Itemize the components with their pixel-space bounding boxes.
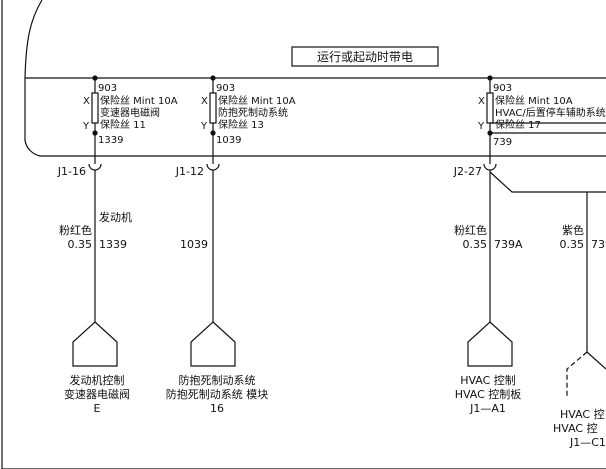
- component-abs-module: 防抱死制动系统 防抱死制动系统 模块 16: [166, 321, 269, 415]
- fuse-block: [25, 77, 606, 157]
- wire-739a-circuit: 739A: [494, 238, 523, 251]
- wire-1339: 发动机 粉红色 0.35 1339: [59, 170, 132, 322]
- component-hvac-control-a1: HVAC 控制 HVAC 控制板 J1—A1: [455, 321, 522, 415]
- fuse-13-num: 保险丝 13: [218, 118, 264, 131]
- component-hvac-a1-line1: HVAC 控制: [460, 373, 516, 387]
- connector-j1-16: J1-16: [57, 165, 86, 178]
- fuse-11-x: X: [83, 96, 90, 107]
- wire-739a: 粉红色 0.35 739A: [454, 170, 523, 322]
- wire-1339-note: 发动机: [99, 210, 132, 224]
- component-hvac-c1-line3: J1—C1: [569, 436, 606, 449]
- wire-1039: 1039: [180, 170, 214, 322]
- connector-j1-12: J1-12: [175, 165, 204, 178]
- component-hvac-c1-line1: HVAC 控: [560, 407, 605, 421]
- fuse-11-name: 保险丝 Mint 10A: [100, 94, 178, 107]
- wire-1039-circuit: 1039: [180, 238, 208, 251]
- component-hvac-a1-line2: HVAC 控制板: [455, 387, 522, 401]
- fuse-17-name: 保险丝 Mint 10A: [495, 94, 573, 107]
- fuse-13-name: 保险丝 Mint 10A: [218, 94, 296, 107]
- fuse-13-top-circuit: 903: [216, 83, 235, 94]
- fuse-17-bottom-circuit: 739: [493, 137, 512, 148]
- fuse-11-top-circuit: 903: [98, 83, 117, 94]
- fuse-17-top-circuit: 903: [493, 83, 512, 94]
- wire-739-circuit: 739: [591, 238, 606, 251]
- component-hvac-c1-line2: HVAC 控: [553, 421, 598, 435]
- component-engine-control-line2: 变速器电磁阀: [64, 387, 130, 401]
- component-engine-control-line1: 发动机控制: [70, 373, 125, 387]
- component-hvac-a1-line3: J1—A1: [469, 402, 506, 415]
- fuse-17-y: Y: [477, 121, 485, 132]
- fuse-17-num: 保险丝 17: [495, 118, 541, 131]
- fuse-13-bottom-circuit: 1039: [216, 135, 241, 146]
- connector-j2-27: J2-27: [453, 165, 482, 178]
- wire-1339-circuit: 1339: [99, 238, 127, 251]
- fuse-11: 903 X Y 保险丝 Mint 10A 变速器电磁阀 保险丝 11 1339 …: [57, 75, 178, 178]
- component-abs-module-line1: 防抱死制动系统: [179, 373, 256, 387]
- fuse-17-x: X: [478, 96, 485, 107]
- wire-1339-gauge: 0.35: [68, 238, 93, 251]
- wire-739-gauge: 0.35: [560, 238, 585, 251]
- component-hvac-control-c1: HVAC 控 HVAC 控 J1—C1: [553, 351, 606, 449]
- fuse-11-desc: 变速器电磁阀: [100, 106, 160, 119]
- fuse-11-y: Y: [82, 121, 90, 132]
- component-abs-module-line3: 16: [210, 402, 224, 415]
- fuse-13-x: X: [201, 96, 208, 107]
- component-abs-module-line2: 防抱死制动系统 模块: [166, 387, 269, 401]
- fuse-17-desc: HVAC/后置停车辅助系统: [495, 106, 606, 119]
- fuse-13-y: Y: [200, 121, 208, 132]
- power-label: 运行或起动时带电: [317, 50, 413, 64]
- component-engine-control: 发动机控制 变速器电磁阀 E: [64, 321, 130, 415]
- wire-739: 紫色 0.35 739: [489, 171, 606, 352]
- wire-1339-color: 粉红色: [59, 223, 92, 237]
- power-label-box: 运行或起动时带电: [291, 46, 439, 67]
- fuse-13: 903 X Y 保险丝 Mint 10A 防抱死制动系统 保险丝 13 1039…: [175, 75, 296, 178]
- wire-739a-color: 粉红色: [454, 223, 487, 237]
- wire-739a-gauge: 0.35: [463, 238, 488, 251]
- fuse-11-bottom-circuit: 1339: [98, 135, 123, 146]
- wire-739-color: 紫色: [562, 223, 584, 237]
- fuse-13-desc: 防抱死制动系统: [218, 106, 288, 119]
- component-engine-control-line3: E: [94, 402, 101, 415]
- fuse-11-num: 保险丝 11: [100, 118, 146, 131]
- fuse-17: 903 X Y 保险丝 Mint 10A HVAC/后置停车辅助系统 保险丝 1…: [453, 75, 606, 178]
